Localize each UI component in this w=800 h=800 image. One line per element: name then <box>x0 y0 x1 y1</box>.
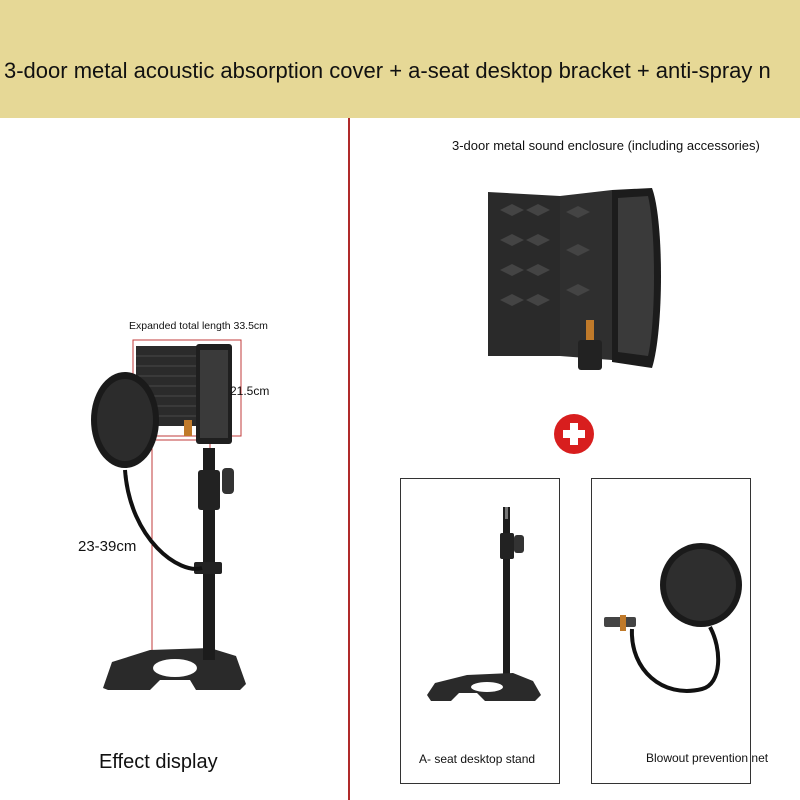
enclosure-mount-base <box>578 340 602 370</box>
pop-filter-gooseneck <box>629 626 721 693</box>
enclosure-mesh <box>618 196 654 356</box>
effect-display-caption: Effect display <box>99 751 218 773</box>
filter-caption: Blowout prevention net <box>646 751 769 765</box>
stand-knob <box>514 535 524 553</box>
header-banner: 3-door metal acoustic absorption cover +… <box>0 0 800 118</box>
enclosure-left-door <box>488 192 560 356</box>
base-cutout <box>153 659 197 677</box>
pop-filter-mesh <box>97 379 153 461</box>
enclosure-center-door <box>560 190 612 360</box>
stand-clamp <box>500 533 514 559</box>
pop-filter-screw <box>620 615 626 631</box>
section-divider <box>348 118 350 800</box>
stand-thread <box>505 507 508 519</box>
enclosure-mount-post <box>586 320 594 342</box>
effect-display-image <box>91 339 246 690</box>
page-title: 3-door metal acoustic absorption cover +… <box>4 58 771 83</box>
stand-caption: A- seat desktop stand <box>419 752 536 766</box>
gooseneck <box>123 469 203 571</box>
stand-base-cutout <box>471 682 503 692</box>
plus-icon <box>554 414 594 454</box>
enclosure-caption: 3-door metal sound enclosure (including … <box>452 138 760 153</box>
expanded-length-label: Expanded total length 33.5cm <box>129 320 268 332</box>
height-label: 21.5cm <box>230 384 270 398</box>
desktop-stand-image <box>427 507 541 701</box>
mic-mount <box>184 420 192 436</box>
side-panel-mesh <box>200 350 228 438</box>
stand-product-card <box>400 478 560 784</box>
filter-product-card <box>591 478 751 784</box>
clamp-knob <box>222 468 234 494</box>
stand-pole <box>503 507 510 687</box>
pole-clamp <box>198 470 220 510</box>
filter-clip <box>194 562 222 574</box>
height-range-label: 23-39cm <box>78 538 137 555</box>
pop-filter-mesh <box>666 549 736 621</box>
pop-filter-image <box>604 543 742 693</box>
